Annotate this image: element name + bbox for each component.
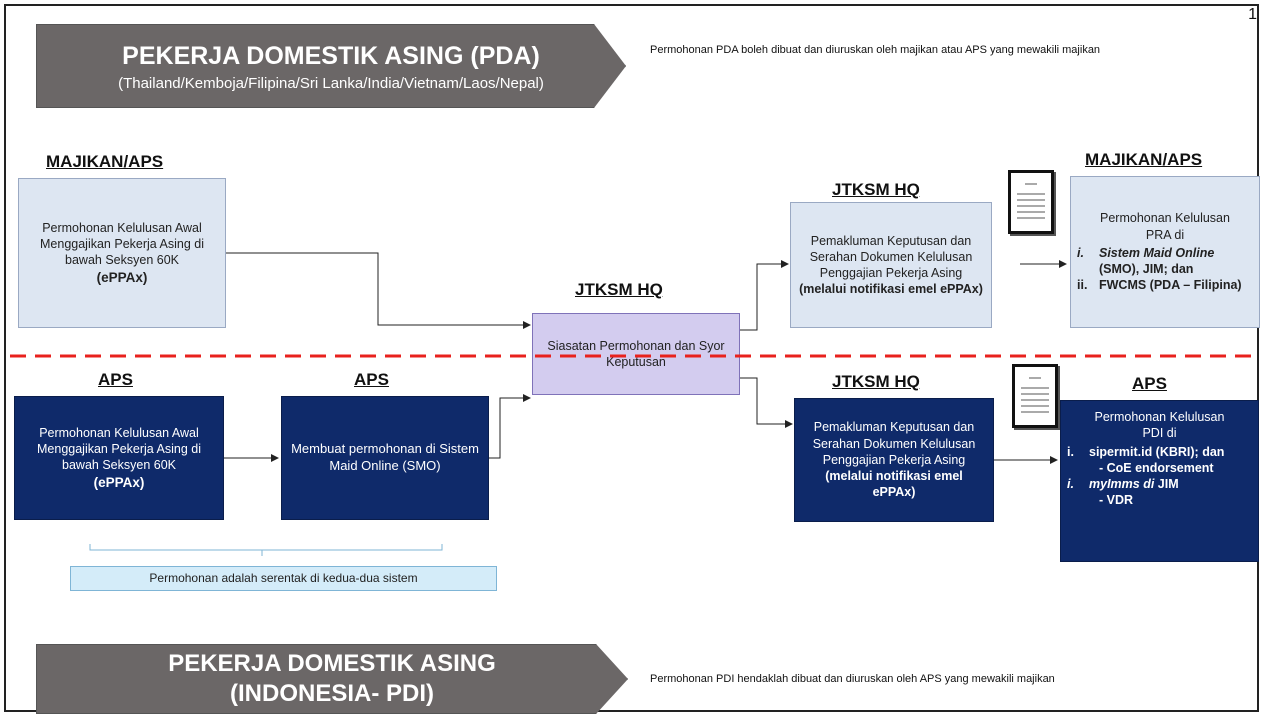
pra-item-marker: ii.: [1077, 278, 1088, 293]
pdi-item-name: sipermit.id (KBRI); dan: [1089, 444, 1225, 459]
pda-banner-subtitle: (Thailand/Kemboja/Filipina/Sri Lanka/Ind…: [118, 75, 544, 92]
pda-notification-box: Pemakluman Keputusan dan Serahan Dokumen…: [790, 202, 992, 328]
heading-aps-middle: APS: [354, 370, 389, 389]
pda-application-box: Permohonan Kelulusan Awal Menggajikan Pe…: [18, 178, 226, 328]
pdi-final-box: Permohonan Kelulusan PDI di i. sipermit.…: [1060, 400, 1259, 562]
pdi-item-name-italic: myImms di: [1089, 477, 1155, 491]
pdi-final-line2: PDI di: [1142, 426, 1177, 441]
concurrent-note: Permohonan adalah serentak di kedua-dua …: [70, 566, 497, 591]
arrow-pda-to-investigation: [226, 252, 531, 329]
pdi-final-line1: Permohonan Kelulusan: [1094, 410, 1225, 424]
heading-jtksm-center: JTKSM HQ: [575, 280, 663, 299]
pra-item-marker: i.: [1077, 245, 1084, 260]
concurrency-bracket: [89, 544, 443, 551]
pdi-system-list: i. sipermit.id (KBRI); dan- CoE endorsem…: [1067, 444, 1252, 509]
pdi-banner: PEKERJA DOMESTIK ASING (INDONESIA- PDI): [36, 644, 628, 714]
pda-banner: PEKERJA DOMESTIK ASING (PDA) (Thailand/K…: [36, 24, 626, 108]
pdi-application-box: Permohonan Kelulusan Awal Menggajikan Pe…: [14, 396, 224, 520]
investigation-text: Siasatan Permohonan dan Syor Keputusan: [547, 338, 725, 369]
pda-notification-text: Pemakluman Keputusan dan Serahan Dokumen…: [809, 233, 973, 281]
pdi-system-item: i. myImms di JIM - VDR: [1067, 476, 1252, 509]
arrow-investigation-to-pda-notification: [740, 260, 789, 331]
heading-majikan-left: MAJIKAN/APS: [46, 152, 164, 171]
smo-application-text: Membuat permohonan di Sistem Maid Online…: [291, 441, 479, 473]
pra-application-line2: PRA di: [1145, 227, 1185, 242]
pdi-notification-text: Pemakluman Keputusan dan Serahan Dokumen…: [812, 420, 976, 467]
pdi-system-item: i. sipermit.id (KBRI); dan- CoE endorsem…: [1067, 444, 1252, 477]
pdi-item-marker: i.: [1067, 477, 1074, 491]
pdi-item-marker: i.: [1067, 444, 1074, 459]
investigation-box: Siasatan Permohonan dan Syor Keputusan: [532, 313, 740, 395]
pdi-item-sub: - CoE endorsement: [1099, 460, 1214, 475]
pra-system-item: ii. FWCMS (PDA – Filipina): [1077, 277, 1253, 293]
pra-system-item: i. Sistem Maid Online (SMO), JIM; dan: [1077, 245, 1253, 278]
pdi-note: Permohonan PDI hendaklah dibuat dan diur…: [650, 673, 1055, 685]
heading-majikan-right: MAJIKAN/APS: [1085, 150, 1203, 169]
pda-application-text: Permohonan Kelulusan Awal Menggajikan Pe…: [40, 220, 204, 268]
heading-jtksm-bottom: JTKSM HQ: [832, 372, 920, 391]
heading-aps-right: APS: [1132, 374, 1167, 393]
smo-application-box: Membuat permohonan di Sistem Maid Online…: [281, 396, 489, 520]
pda-application-system: (ePPAx): [96, 269, 148, 285]
pdi-notification-box: Pemakluman Keputusan dan Serahan Dokumen…: [794, 398, 994, 522]
heading-aps-left: APS: [98, 370, 133, 389]
pdi-item-name-rest: JIM: [1154, 477, 1179, 491]
document-icon: [1008, 170, 1054, 234]
pra-item-rest: (SMO), JIM; dan: [1099, 262, 1194, 277]
pra-application-box: Permohonan Kelulusan PRA di i. Sistem Ma…: [1070, 176, 1260, 328]
pdi-banner-line2: (INDONESIA- PDI): [230, 680, 434, 707]
pdi-item-sub: - VDR: [1099, 493, 1134, 508]
pda-notification-channel: (melalui notifikasi emel ePPAx): [799, 282, 983, 297]
pdi-notification-channel: (melalui notifikasi emel ePPAx): [825, 469, 963, 500]
pra-system-list: i. Sistem Maid Online (SMO), JIM; dan ii.…: [1077, 245, 1253, 294]
pda-banner-title: PEKERJA DOMESTIK ASING (PDA): [122, 42, 540, 70]
pdi-banner-line1: PEKERJA DOMESTIK ASING: [168, 650, 496, 677]
pdi-application-text: Permohonan Kelulusan Awal Menggajikan Pe…: [37, 425, 201, 473]
arrow-investigation-to-pdi-notification: [740, 377, 793, 428]
pra-item-name: Sistem Maid Online: [1099, 245, 1215, 260]
pda-note: Permohonan PDA boleh dibuat dan diuruska…: [650, 44, 1101, 56]
arrow-smo-to-investigation: [489, 394, 531, 459]
heading-jtksm-top: JTKSM HQ: [832, 180, 920, 199]
pra-application-line1: Permohonan Kelulusan: [1100, 211, 1230, 226]
pdi-application-system: (ePPAx): [93, 474, 145, 490]
pra-item-name: FWCMS (PDA – Filipina): [1099, 278, 1242, 293]
page-number: 1: [1248, 6, 1257, 23]
document-icon: [1012, 364, 1058, 428]
